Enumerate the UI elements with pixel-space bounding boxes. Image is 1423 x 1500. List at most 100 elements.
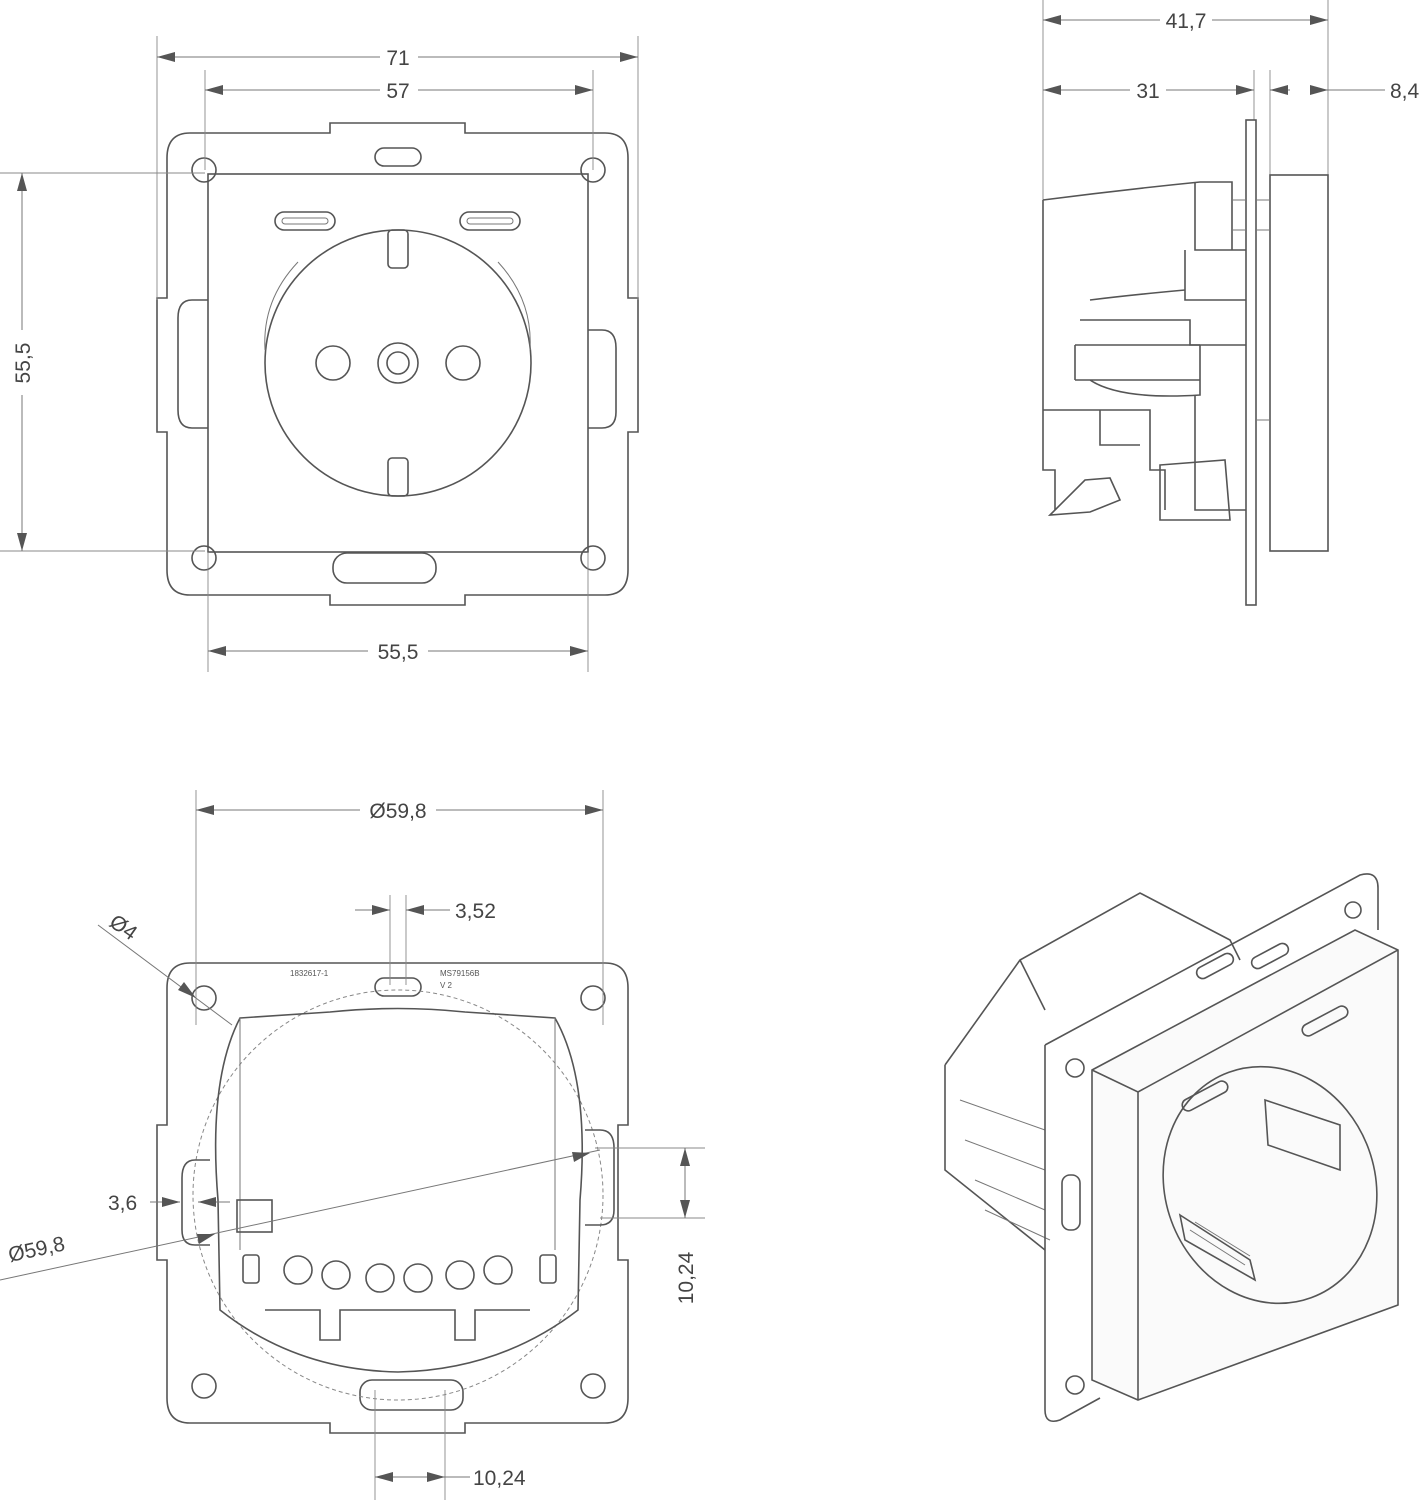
back-small-block xyxy=(236,1199,273,1233)
front-usb-port-right xyxy=(459,211,521,231)
back-label-left: 1832617-1 xyxy=(290,969,329,978)
side-internal-1 xyxy=(1080,182,1246,346)
front-earth-clip-top xyxy=(387,229,409,269)
dim-1024v-arrow-top xyxy=(680,1148,690,1166)
dim-598-left-label: Ø59,8 xyxy=(6,1232,67,1266)
front-pin-hole-left xyxy=(315,345,351,381)
iso-earth-clip xyxy=(1264,1098,1341,1172)
side-latch xyxy=(1047,459,1231,521)
front-screw-hole-bl xyxy=(191,545,217,571)
front-screw-hole-tl xyxy=(191,157,217,183)
iso-screw-hole-tl xyxy=(1065,1058,1085,1078)
front-socket-edge-right xyxy=(497,261,531,351)
side-internal-2 xyxy=(1074,344,1201,397)
iso-front-cover xyxy=(1091,929,1399,1401)
back-terminal-4 xyxy=(403,1263,433,1293)
front-center-ring xyxy=(377,342,419,384)
dim-o4-arrow xyxy=(178,982,196,998)
front-usb-port-left xyxy=(274,211,336,231)
dim-o4-leader xyxy=(97,924,233,1026)
dim-71-arrow-right xyxy=(620,52,638,62)
dim-417-label: 41,7 xyxy=(1166,10,1207,33)
dim-57-arrow-left xyxy=(205,85,223,95)
front-center-dot xyxy=(386,351,410,375)
back-terminal-6 xyxy=(483,1255,513,1285)
front-left-clip xyxy=(177,299,208,429)
front-top-slot xyxy=(374,147,422,167)
isometric-view xyxy=(944,873,1399,1423)
dim-598-arrow-right xyxy=(585,805,603,815)
back-terminal-3 xyxy=(365,1263,395,1293)
back-frame-outline xyxy=(156,962,629,1434)
front-usb-port-right-inner xyxy=(466,217,514,225)
front-pin-hole-right xyxy=(445,345,481,381)
front-usb-port-left-inner xyxy=(281,217,329,225)
back-label-right-1: MS79156B xyxy=(440,969,480,978)
back-terminal-right xyxy=(539,1254,557,1284)
dim-1024b-arrow-right xyxy=(427,1472,445,1482)
iso-housing-ribs xyxy=(959,1099,1051,1241)
back-socket-body xyxy=(214,1007,584,1373)
iso-socket-recess xyxy=(1162,1065,1378,1305)
iso-screw-hole-bl xyxy=(1065,1375,1085,1395)
dim-31-label: 31 xyxy=(1136,80,1159,103)
iso-usb-port-right xyxy=(1301,1005,1349,1037)
back-screw-hole-bl xyxy=(191,1373,217,1399)
iso-clip-lines xyxy=(1189,1221,1251,1266)
iso-screw-hole-tr xyxy=(1344,901,1362,919)
dim-1024v-label: 10,24 xyxy=(675,1251,698,1304)
back-bottom-slot xyxy=(359,1379,464,1411)
back-right-clip xyxy=(585,1129,615,1226)
dim-1024b-arrow-left xyxy=(375,1472,393,1482)
dim-71-label: 71 xyxy=(386,47,409,70)
front-socket-recess xyxy=(264,229,532,497)
iso-back-housing xyxy=(944,892,1241,1251)
dim-36-label: 3,6 xyxy=(108,1192,137,1215)
dim-55h-arrow-left xyxy=(208,646,226,656)
dim-352-label: 3,52 xyxy=(455,900,496,923)
iso-side-clip xyxy=(1061,1174,1081,1231)
iso-earth-clip-bottom xyxy=(1178,1213,1257,1282)
back-terminal-left xyxy=(242,1254,260,1284)
dim-84-label: 8,4 xyxy=(1390,80,1420,103)
dim-84-arrow-left xyxy=(1270,85,1288,95)
side-mounting-plate xyxy=(1245,119,1257,606)
dim-598-arrow-left xyxy=(196,805,214,815)
dim-71-arrow-left xyxy=(157,52,175,62)
dim-31-arrow-left xyxy=(1043,85,1061,95)
dim-57-label: 57 xyxy=(386,80,409,103)
back-terminal-1 xyxy=(283,1255,313,1285)
back-terminal-2 xyxy=(321,1260,351,1290)
back-left-clip xyxy=(181,1159,210,1246)
back-top-slot xyxy=(374,977,422,997)
dim-55h-label: 55,5 xyxy=(378,641,419,664)
front-view: 71 57 55,5 55,5 xyxy=(0,36,639,672)
back-terminal-5 xyxy=(445,1260,475,1290)
dim-36-arrow-right xyxy=(198,1197,216,1207)
dim-598-top-label: Ø59,8 xyxy=(369,800,426,823)
dim-352-arrow-right xyxy=(406,905,424,915)
dim-55v-arrow-bottom xyxy=(17,533,27,551)
dim-o4-label: Ø4 xyxy=(105,910,141,945)
back-dashed-circle xyxy=(192,989,604,1401)
front-cover-plate xyxy=(207,173,589,553)
dim-598-diagonal-line xyxy=(0,1149,601,1281)
dim-84-arrow-right xyxy=(1310,85,1328,95)
back-label-right-2: V 2 xyxy=(440,981,453,990)
dim-55v-arrow-top xyxy=(17,173,27,191)
side-view: 41,7 31 8,4 xyxy=(1042,0,1420,606)
dim-417-arrow-left xyxy=(1043,15,1061,25)
side-front-cover xyxy=(1269,174,1329,552)
dim-57-arrow-right xyxy=(575,85,593,95)
side-body-housing xyxy=(1042,181,1233,510)
front-socket-edge-left xyxy=(264,261,299,351)
dim-55h-arrow-right xyxy=(570,646,588,656)
iso-cover-edges xyxy=(1091,949,1399,1400)
back-body-edges xyxy=(239,1018,556,1250)
dim-1024v-arrow-bottom xyxy=(680,1200,690,1218)
dim-598-diagonal-arrow-left xyxy=(197,1234,215,1244)
back-screw-hole-tr xyxy=(580,985,606,1011)
front-earth-clip-bottom xyxy=(387,457,409,497)
dim-352-arrow-left xyxy=(372,905,390,915)
